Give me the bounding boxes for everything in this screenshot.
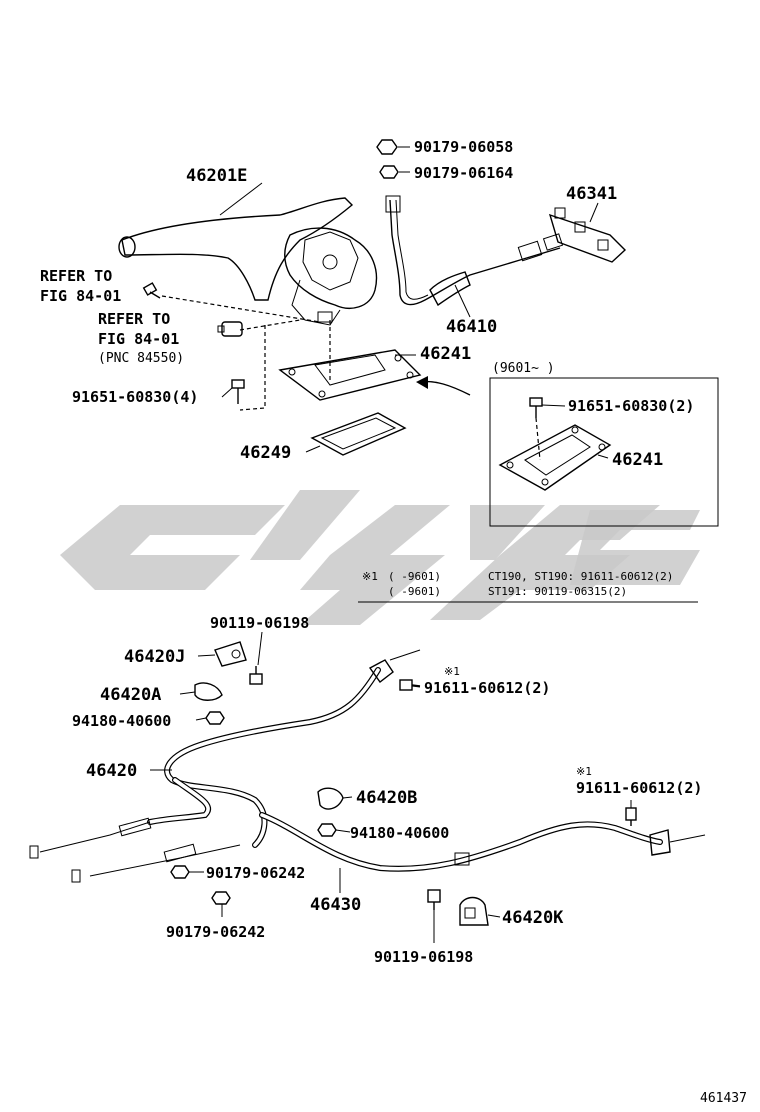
label-cable-46430: 46430	[310, 895, 361, 915]
note-row2-range: ( -9601)	[388, 585, 441, 598]
label-inset-plate: 46241	[612, 450, 663, 470]
parking-brake-lever	[118, 197, 378, 326]
label-refer2-pnc: (PNC 84550)	[98, 351, 184, 366]
inset-box	[416, 376, 719, 527]
label-bolt-91611-b: 91611-60612(2)	[576, 779, 702, 797]
label-46420A: 46420A	[100, 685, 161, 705]
label-bolt-91611-a: 91611-60612(2)	[424, 679, 550, 697]
leader-dashes-upper	[161, 295, 331, 411]
leader-lines-upper	[219, 146, 599, 453]
note-row1-mark: ※1	[362, 570, 378, 583]
label-refer1-line2: FIG 84-01	[40, 287, 121, 305]
label-cable-46410: 46410	[446, 317, 497, 337]
part-46420A-icon	[194, 682, 223, 701]
label-refer1-line1: REFER TO	[40, 267, 112, 285]
note-row1-text: CT190, ST190: 91611-60612(2)	[488, 570, 673, 583]
label-bolt-top-1: 90179-06058	[414, 138, 513, 156]
diagram-id: 461437	[700, 1091, 747, 1106]
label-nut-90179-b: 90179-06242	[166, 923, 265, 941]
part-46420J-icon	[214, 641, 247, 667]
watermark-logo	[60, 490, 700, 625]
label-cable-46420: 46420	[86, 761, 137, 781]
label-mark1-b: ※1	[576, 765, 592, 778]
refer-switch-2	[217, 321, 243, 337]
nut-top-2	[379, 165, 399, 179]
label-refer2-line2: FIG 84-01	[98, 330, 179, 348]
label-mark1-a: ※1	[444, 665, 460, 678]
label-bolts-4: 91651-60830(4)	[72, 388, 198, 406]
label-bolt-top-2: 90179-06164	[414, 164, 513, 182]
label-bolt-90119-bot: 90119-06198	[374, 948, 473, 966]
refer-bolt-1	[142, 282, 161, 299]
gasket-46249	[310, 412, 407, 456]
nut-top-1	[376, 139, 398, 155]
label-46420B: 46420B	[356, 788, 417, 808]
cable-46420	[29, 649, 421, 883]
label-nut-94180-b: 94180-40600	[350, 824, 449, 842]
part-46420K-icon	[459, 896, 489, 926]
label-lever: 46201E	[186, 166, 247, 186]
label-bolt-90119-top: 90119-06198	[210, 614, 309, 632]
clip-46341	[548, 207, 627, 263]
label-46420K: 46420K	[502, 908, 564, 928]
label-gasket-46249: 46249	[240, 443, 291, 463]
plate-46241	[278, 349, 422, 401]
note-row1-range: ( -9601)	[388, 570, 441, 583]
label-plate-46241: 46241	[420, 344, 471, 364]
label-clip-46341: 46341	[566, 184, 617, 204]
label-46420J: 46420J	[124, 647, 185, 667]
label-inset-bolt: 91651-60830(2)	[568, 397, 694, 415]
cable-46410	[385, 195, 564, 307]
label-nut-90179-a: 90179-06242	[206, 864, 305, 882]
label-refer2-line1: REFER TO	[98, 310, 170, 328]
label-nut-94180-a: 94180-40600	[72, 712, 171, 730]
leader-lines-lower	[150, 631, 632, 943]
bolt-91651-4	[231, 379, 245, 404]
part-46420B-icon	[317, 787, 344, 810]
cable-46430	[259, 812, 706, 872]
label-inset-header: (9601~ )	[492, 361, 555, 376]
note-row2-text: ST191: 90119-06315(2)	[488, 585, 627, 598]
